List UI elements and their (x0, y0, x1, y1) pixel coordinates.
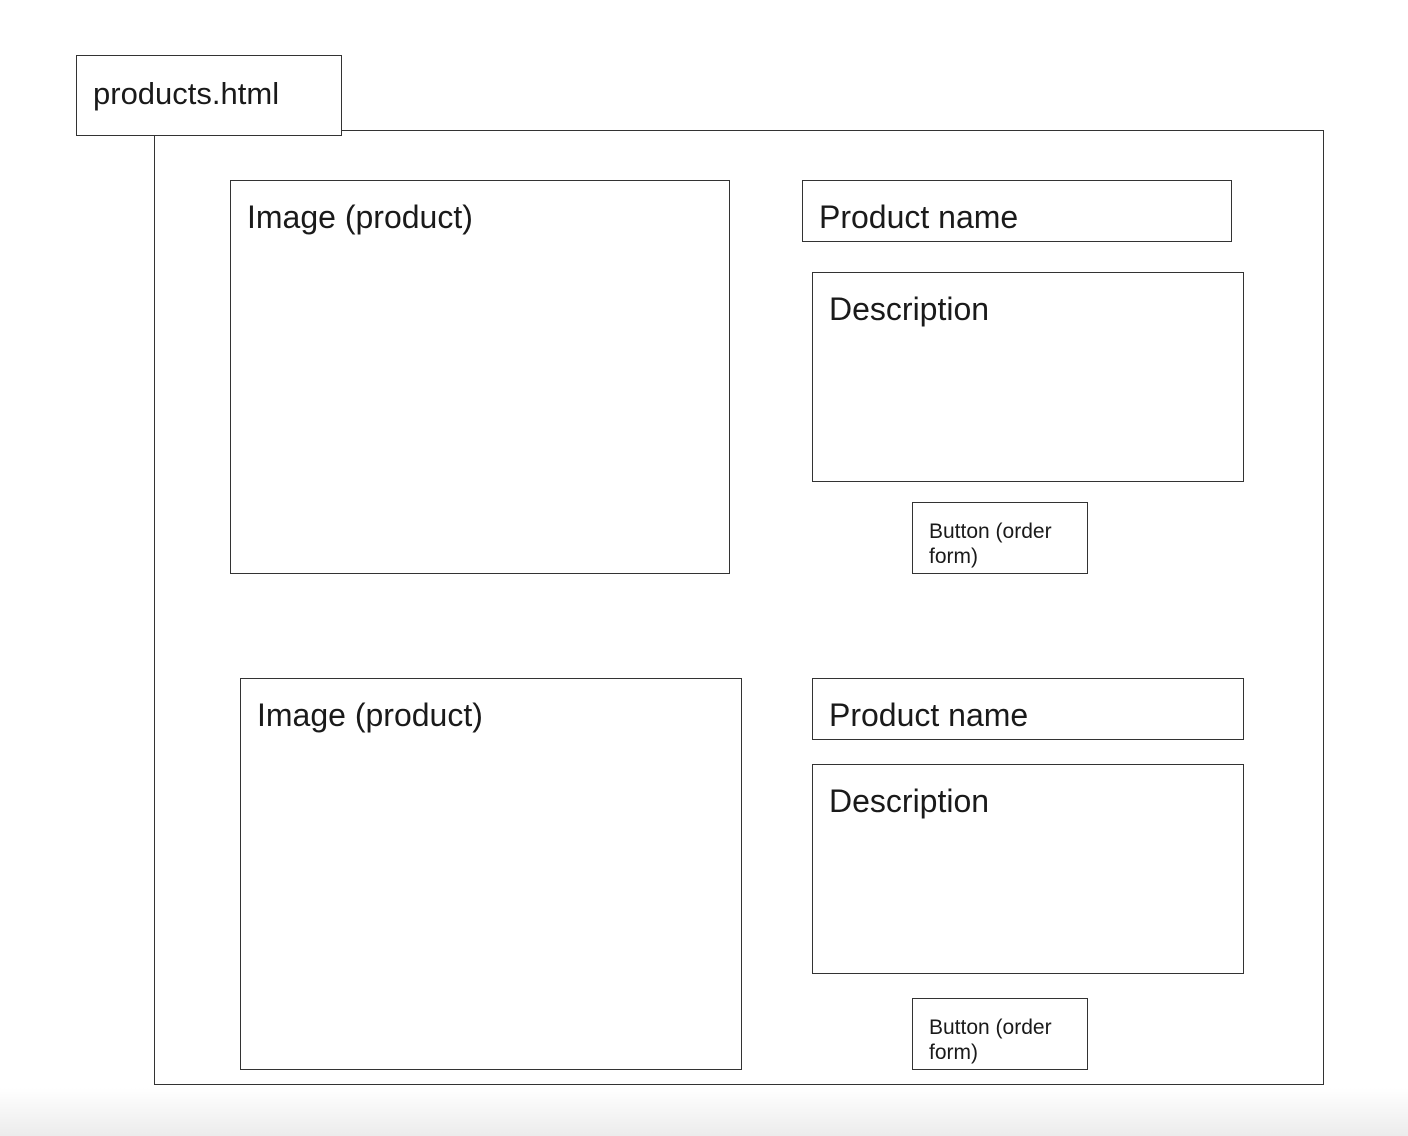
product-name-label: Product name (829, 697, 1029, 733)
product-image-placeholder: Image (product) (240, 678, 742, 1070)
window-bottom-shadow (0, 1088, 1408, 1136)
order-form-button-label: Button (order form) (929, 1016, 1052, 1064)
product-description-placeholder: Description (812, 272, 1244, 482)
product-image-label: Image (product) (247, 199, 473, 235)
product-description-label: Description (829, 783, 990, 819)
order-form-button-placeholder[interactable]: Button (order form) (912, 998, 1088, 1070)
product-description-label: Description (829, 291, 990, 327)
order-form-button-label: Button (order form) (929, 520, 1052, 568)
product-name-placeholder: Product name (802, 180, 1232, 242)
product-image-label: Image (product) (257, 697, 483, 733)
product-image-placeholder: Image (product) (230, 180, 730, 574)
product-description-placeholder: Description (812, 764, 1244, 974)
order-form-button-placeholder[interactable]: Button (order form) (912, 502, 1088, 574)
product-name-label: Product name (819, 199, 1019, 235)
file-label-box: products.html (76, 55, 342, 136)
file-label: products.html (93, 76, 280, 111)
product-name-placeholder: Product name (812, 678, 1244, 740)
